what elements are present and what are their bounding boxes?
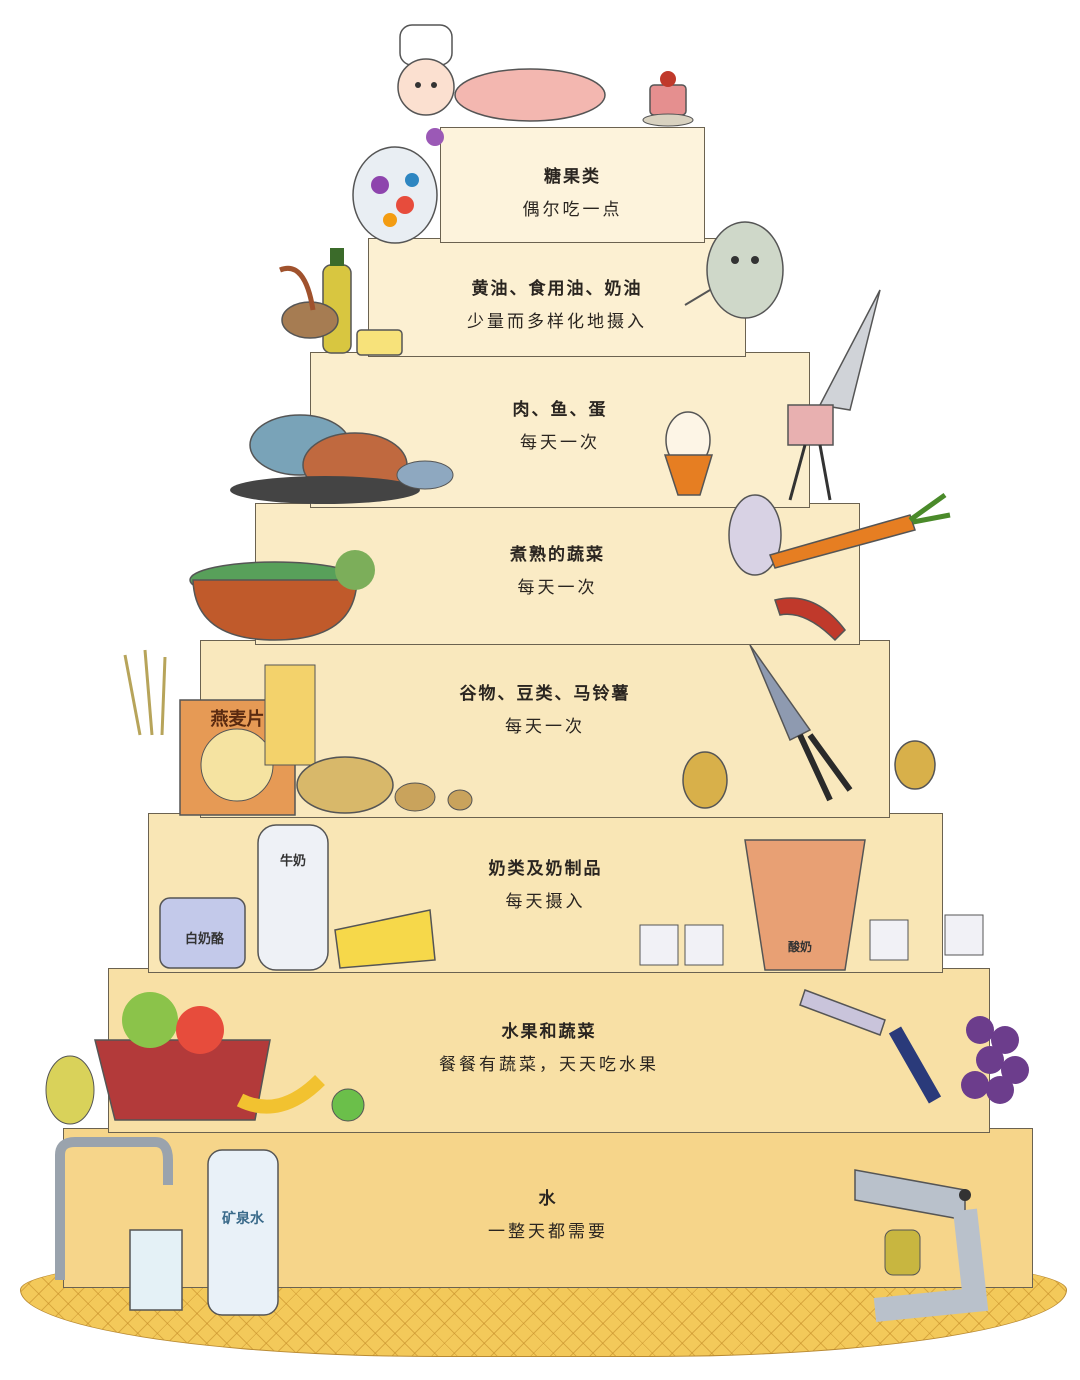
- level-desc: 餐餐有蔬菜，天天吃水果: [439, 1055, 659, 1075]
- level-desc: 少量而多样化地摄入: [467, 312, 647, 332]
- cupcake-illustration: [642, 71, 694, 127]
- fork-and-potato-characters: [682, 644, 936, 809]
- faucet-character-illustration: [854, 1169, 989, 1322]
- chef-child-illustration: [397, 24, 606, 122]
- boiled-egg-illustration: [663, 411, 714, 496]
- level-name: 黄油、食用油、奶油: [471, 279, 643, 299]
- milk-bottle-label: 牛奶: [279, 854, 306, 869]
- candy-jar-illustration: [352, 128, 444, 244]
- oat-box-label: 燕麦片: [210, 709, 265, 730]
- level-name: 肉、鱼、蛋: [512, 400, 608, 420]
- yogurt-cup-label: 酸奶: [787, 940, 812, 954]
- fish-and-roast-illustration: [230, 414, 454, 504]
- dairy-illustration: [159, 824, 436, 971]
- grains-illustration: [123, 649, 473, 816]
- level-sweets: 糖果类 偶尔吃一点: [440, 127, 705, 243]
- level-name: 煮熟的蔬菜: [510, 545, 605, 565]
- level-name: 水: [538, 1189, 558, 1209]
- vegetable-pot-illustration: [189, 550, 375, 641]
- level-desc: 偶尔吃一点: [522, 200, 623, 220]
- fruit-basket-illustration: [45, 992, 365, 1125]
- level-desc: 每天一次: [520, 433, 600, 453]
- level-name: 奶类及奶制品: [488, 859, 603, 879]
- level-desc: 每天一次: [505, 717, 585, 737]
- cheese-jar-label: 白奶酪: [184, 932, 224, 947]
- level-desc: 每天摄入: [505, 892, 586, 912]
- oil-bottle-illustration: [279, 248, 403, 356]
- spoon-carrot-sausage-illustration: [728, 492, 951, 642]
- level-desc: 每天一次: [517, 578, 598, 598]
- level-desc: 一整天都需要: [488, 1222, 608, 1242]
- level-fats: 黄油、食用油、奶油 少量而多样化地摄入: [368, 238, 746, 357]
- faucet-glass-illustration: [55, 1137, 279, 1316]
- plate-character-illustration: [684, 221, 784, 319]
- level-name: 水果和蔬菜: [501, 1022, 597, 1042]
- water-bottle-label: 矿泉水: [222, 1211, 264, 1227]
- level-name: 糖果类: [544, 167, 601, 187]
- knife-character-illustration: [787, 289, 881, 501]
- yogurt-characters: [639, 839, 984, 971]
- level-name: 谷物、豆类、马铃薯: [459, 684, 631, 704]
- fork-and-grapes-illustration: [799, 989, 1029, 1104]
